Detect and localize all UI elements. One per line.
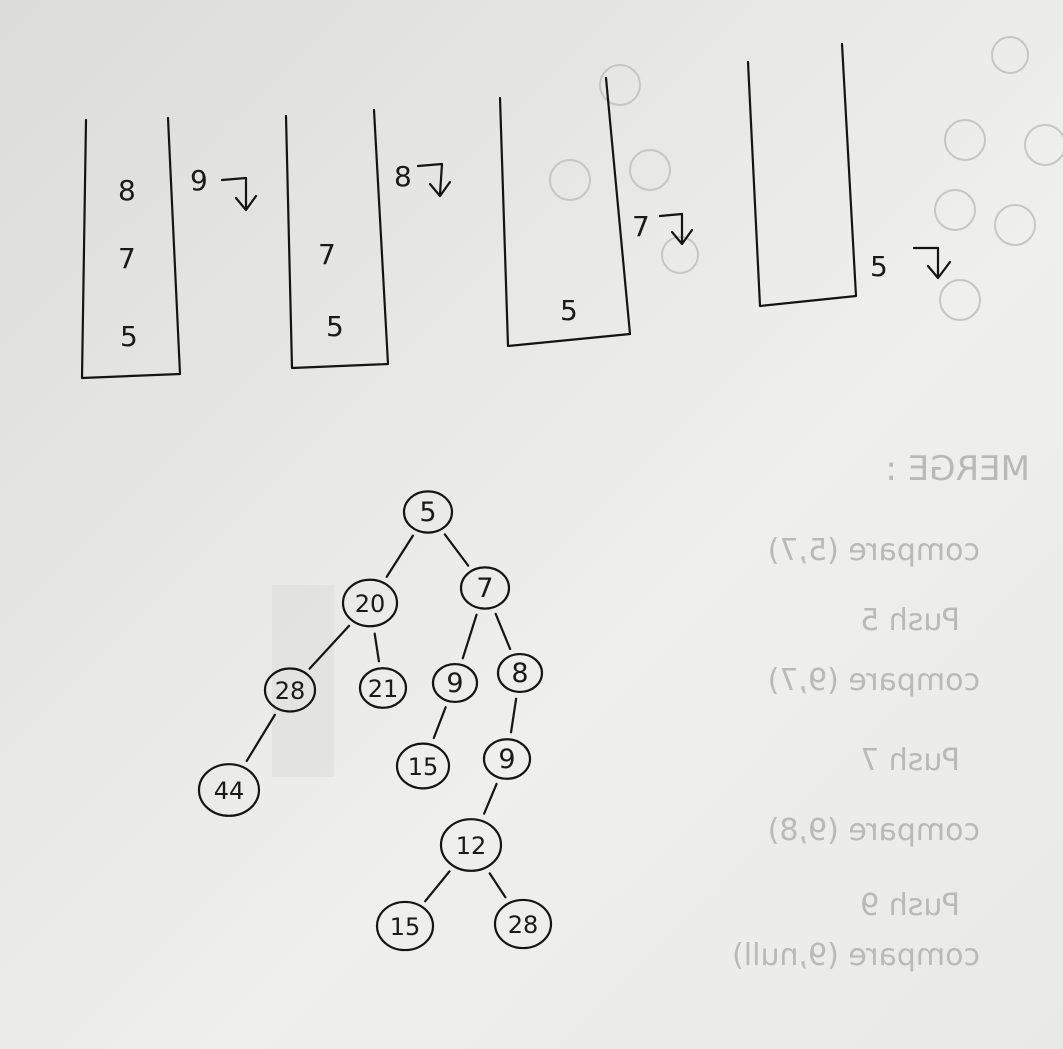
stack-outline	[746, 42, 858, 308]
ghost-line: compare (5,7)	[768, 533, 980, 568]
pop-arrow-icon	[220, 176, 258, 212]
popped-value: 8	[394, 160, 412, 193]
tree-node-label: 9	[446, 668, 463, 699]
tree-node-circle	[482, 738, 532, 780]
tree-node: 28	[263, 667, 317, 713]
tree-node: 7	[459, 566, 511, 610]
stack-item: 5	[120, 320, 138, 353]
stack-2: 7 5 8	[284, 108, 452, 370]
popped-value: 9	[190, 164, 208, 197]
stack-4: 5	[746, 42, 952, 308]
tree-node-circle	[375, 900, 435, 952]
tree-node-label: 9	[498, 744, 515, 775]
tree-node-label: 7	[476, 573, 493, 604]
tree-node-circle	[197, 763, 261, 817]
tree-edge	[488, 872, 507, 899]
stack-item: 5	[560, 294, 578, 327]
tree-edge	[443, 533, 470, 567]
ghost-line: compare (9,8)	[768, 813, 980, 848]
tree-edge	[424, 870, 451, 903]
popped-value: 5	[870, 250, 888, 283]
tree-node: 15	[395, 742, 451, 790]
tree-node-label: 28	[275, 677, 306, 705]
ghost-heading: MERGE :	[885, 449, 1030, 489]
popped-value: 7	[632, 210, 650, 243]
tree-node: 28	[493, 898, 553, 950]
pop-arrow-icon	[912, 246, 952, 280]
tree-node-label: 28	[508, 911, 539, 939]
ghost-line: Push 9	[860, 888, 960, 923]
tree-node: 21	[358, 667, 408, 709]
ghost-line: compare (9,null)	[732, 938, 980, 973]
tree-edges	[245, 533, 518, 903]
stack-outline	[80, 116, 182, 380]
stack-item: 8	[118, 174, 136, 207]
tree-node: 20	[341, 578, 399, 628]
tree-node-circle	[395, 742, 451, 790]
tree-node-label: 15	[390, 913, 421, 941]
tree-node-label: 12	[456, 832, 487, 860]
tree-edge	[373, 632, 381, 663]
tree-node-circle	[459, 566, 511, 610]
tree-node-label: 21	[368, 675, 399, 703]
pop-arrow-icon	[658, 212, 694, 246]
stack-item: 7	[318, 238, 336, 271]
tree-node: 44	[197, 763, 261, 817]
tree-node-label: 15	[408, 753, 439, 781]
tree-edge	[509, 697, 518, 734]
tree-node-circle	[341, 578, 399, 628]
tree-node-label: 5	[419, 497, 436, 528]
tree-edge	[432, 706, 447, 740]
tree-node-label: 8	[511, 658, 528, 689]
tree-edge	[385, 534, 415, 578]
pop-arrow-icon	[416, 162, 452, 198]
merged-heap-tree: 5 20 7 28 21 9 8 44 15 9 12 15 28	[197, 490, 553, 952]
tree-node-circle	[493, 898, 553, 950]
tree-nodes: 5 20 7 28 21 9 8 44 15 9 12 15 28	[197, 490, 553, 952]
tree-node-label: 20	[355, 590, 386, 618]
tree-node: 9	[482, 738, 532, 780]
ghost-line: Push 5	[860, 603, 960, 638]
tree-node: 8	[496, 652, 544, 694]
tree-node-circle	[263, 667, 317, 713]
tree-edge	[245, 713, 276, 763]
tree-node-circle	[439, 818, 503, 872]
tree-edge	[483, 782, 498, 815]
tree-node-circle	[358, 667, 408, 709]
tree-edge	[494, 612, 512, 651]
tree-node-circle	[402, 490, 454, 534]
tree-node: 5	[402, 490, 454, 534]
tree-node: 9	[431, 662, 479, 704]
stack-outline	[498, 76, 632, 348]
tree-edge	[308, 624, 351, 670]
stack-outline	[284, 108, 390, 370]
stack-3: 5 7	[498, 76, 694, 348]
bleed-through-tree	[272, 36, 1063, 777]
tree-node-circle	[431, 662, 479, 704]
ghost-line: Push 7	[860, 743, 960, 778]
stack-item: 7	[118, 242, 136, 275]
bleed-through-notes: MERGE : compare (5,7) Push 5 compare (9,…	[732, 449, 1030, 973]
ghost-line: compare (9,7)	[768, 663, 980, 698]
tree-node-circle	[496, 652, 544, 694]
tree-node: 12	[439, 818, 503, 872]
stack-1: 8 7 5 9	[80, 116, 258, 380]
stack-item: 5	[326, 310, 344, 343]
tree-edge	[461, 613, 478, 660]
tree-node-label: 44	[214, 777, 245, 805]
tree-node: 15	[375, 900, 435, 952]
